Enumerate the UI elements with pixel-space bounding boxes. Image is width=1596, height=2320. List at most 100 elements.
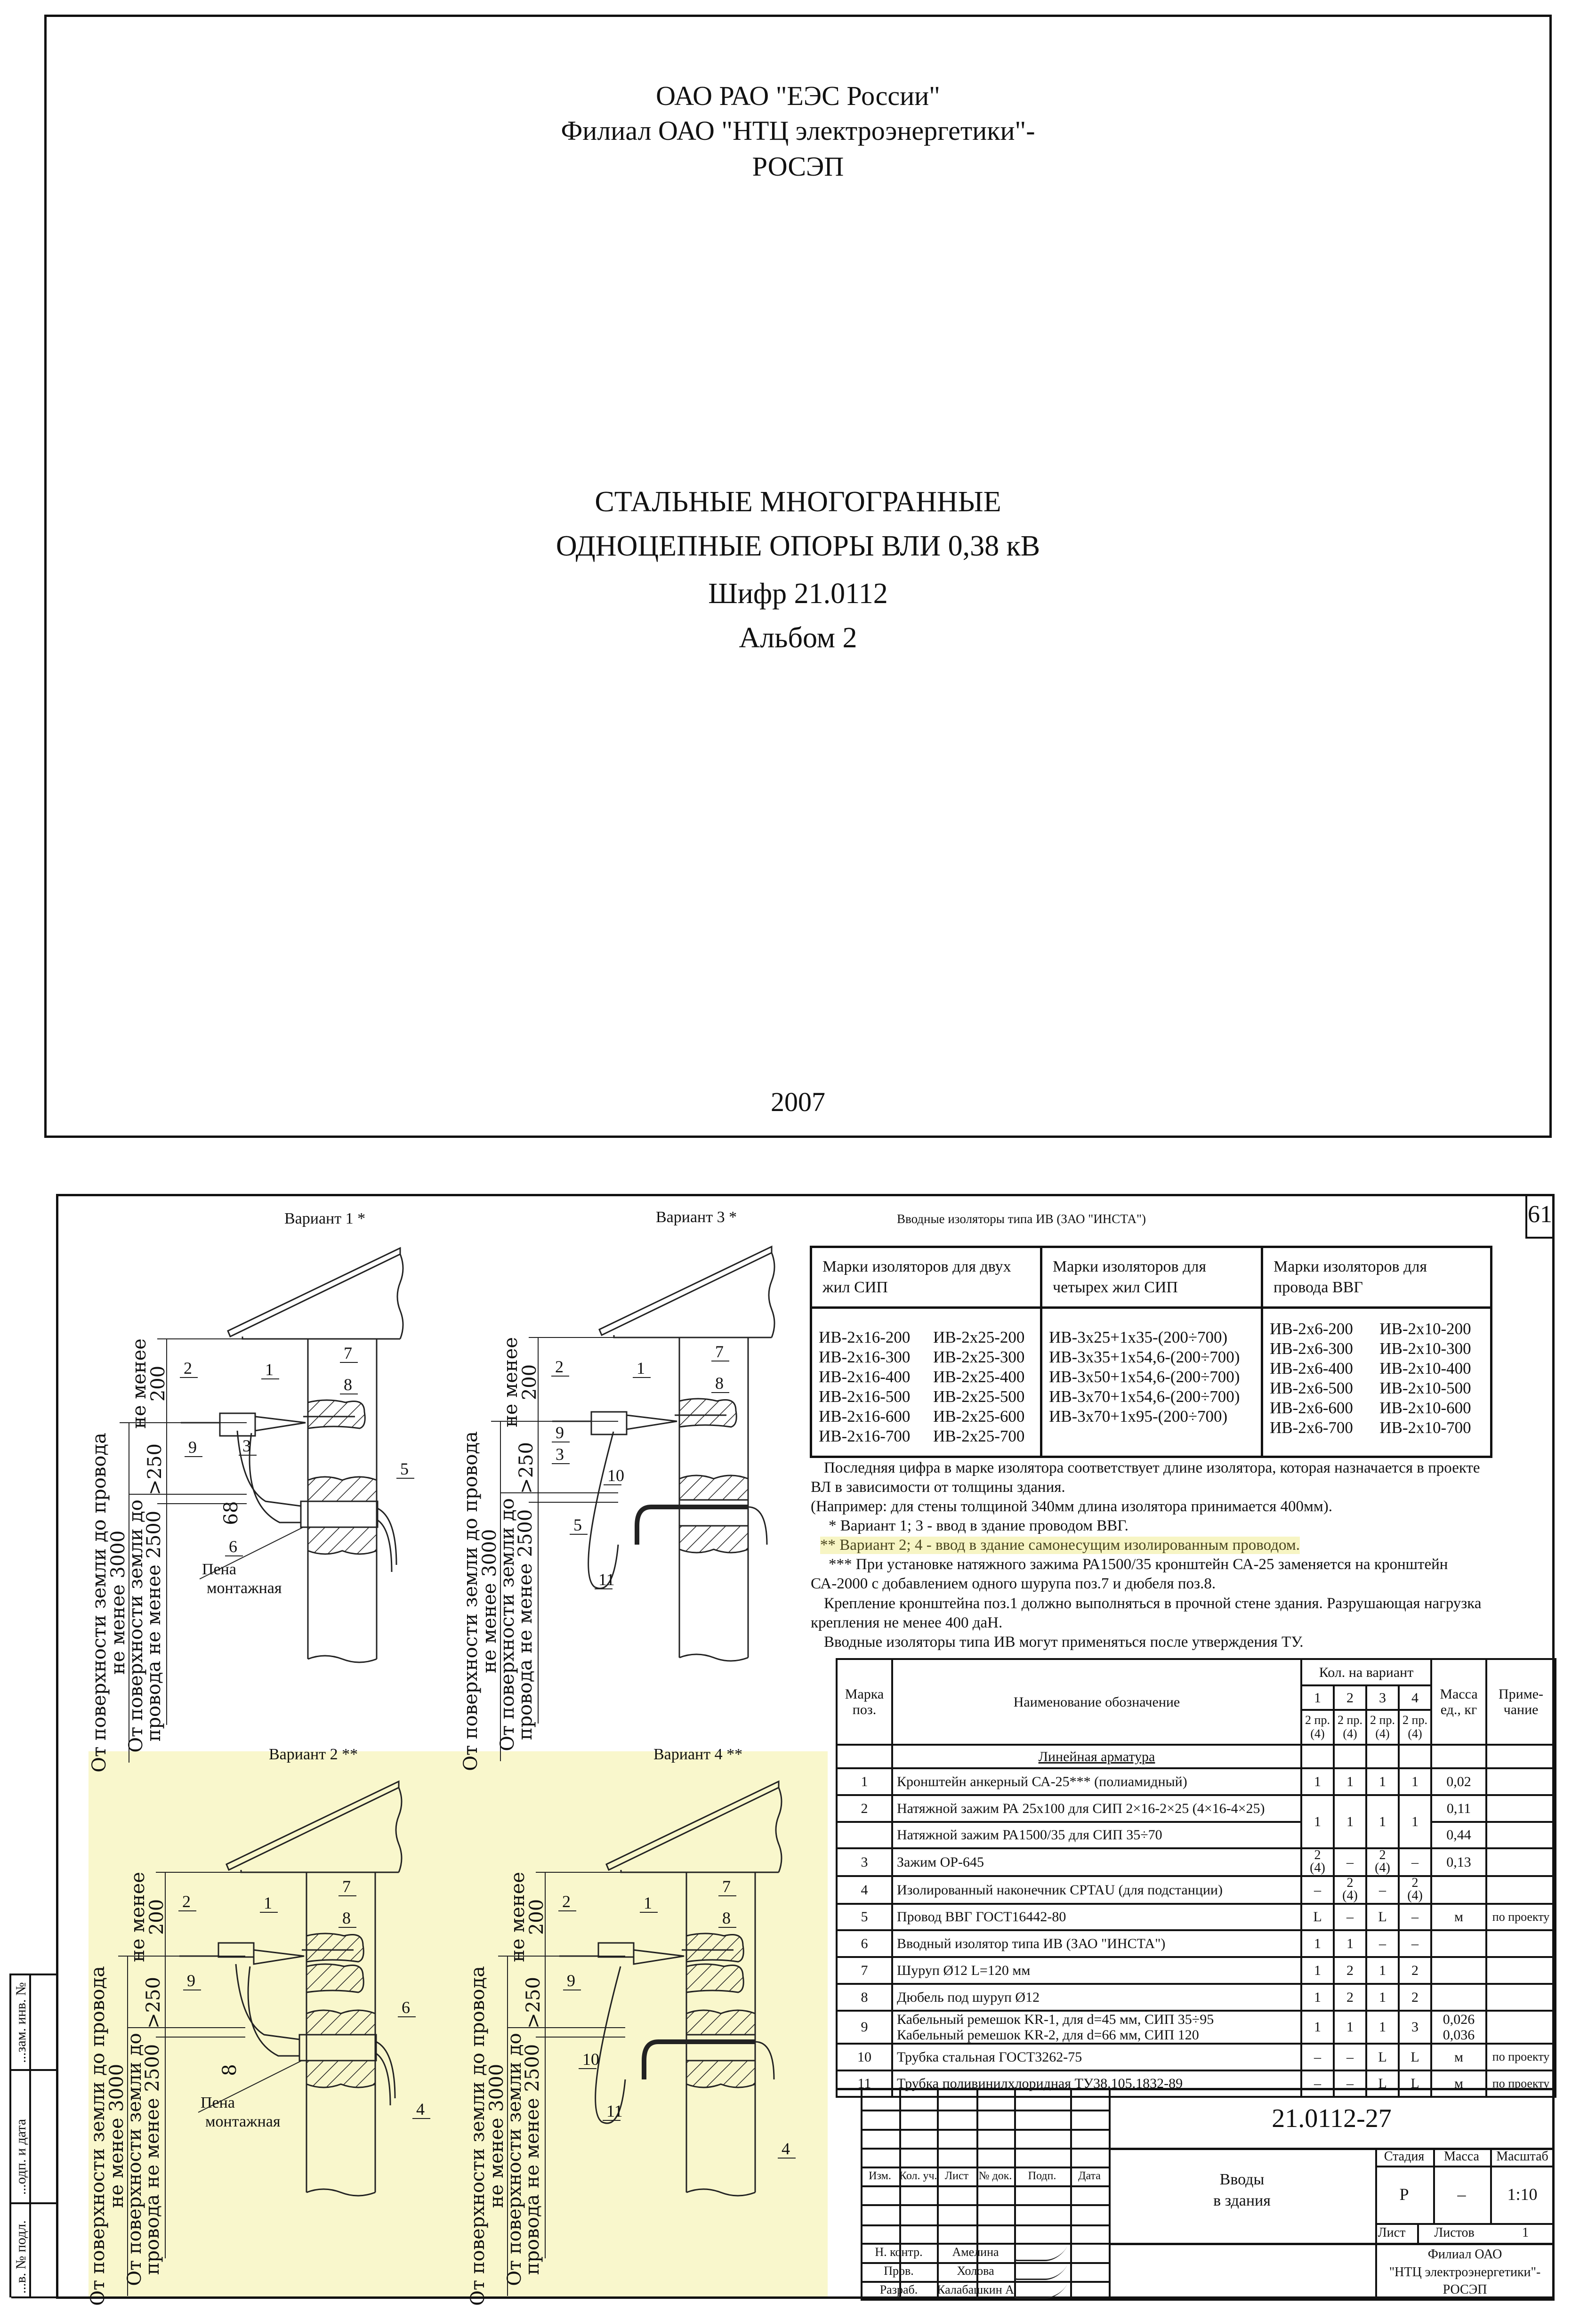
cover-title-block: СТАЛЬНЫЕ МНОГОГРАННЫЕ ОДНОЦЕПНЫЕ ОПОРЫ В…	[44, 487, 1552, 657]
entry-pipe	[642, 2039, 755, 2079]
insulator-mark: ИВ-2х6-300	[1270, 1339, 1353, 1358]
callout-6: 6	[402, 1998, 410, 2017]
spec-note	[1485, 1929, 1557, 1958]
dim-label-offset: 8	[219, 2064, 241, 2076]
dim-label-ground-3000-value: не менее 3000	[479, 1529, 500, 1673]
callout-5: 5	[573, 1515, 582, 1534]
spec-name-line: Дюбель под шуруп Ø12	[897, 1989, 1040, 2005]
spec-qty: –	[1333, 1902, 1367, 1932]
spec-name-line: Зажим ОР-645	[897, 1854, 984, 1870]
spec-qty: –	[1333, 1847, 1367, 1877]
spec-pos: 11	[836, 2069, 893, 2098]
wall-masonry	[685, 2009, 756, 2036]
spec-qty: L	[1300, 1902, 1335, 1932]
spec-header-mass: Масса ед., кг	[1430, 1658, 1488, 1746]
note-line: СА-2000 с добавлением одного шурупа поз.…	[811, 1575, 1216, 1592]
cover-code: Шифр 21.0112	[708, 578, 888, 610]
spec-name: Изолированный наконечник CPTAU (для подс…	[891, 1875, 1302, 1905]
cover-year: 2007	[771, 1087, 825, 1117]
tension-clamp	[597, 1942, 635, 1958]
callout-5: 5	[400, 1459, 409, 1478]
dim-label-ground-3000-value: не менее 3000	[107, 1531, 129, 1675]
spec-name-line: Натяжной зажим РА 25х100 для СИП 2×16-2×…	[897, 1800, 1265, 1816]
spec-header-mark: Марка поз.	[836, 1658, 893, 1746]
spec-name-line: Кабельный ремешок KR-2, для d=66 мм, СИП…	[897, 2027, 1199, 2043]
roof	[605, 1780, 780, 1871]
cover-title-line1: СТАЛЬНЫЕ МНОГОГРАННЫЕ	[595, 486, 1001, 518]
wall-masonry	[306, 2009, 376, 2036]
insulator-mark: ИВ-3х25+1х35-(200÷700)	[1049, 1328, 1228, 1347]
spec-qty: 1	[1300, 2009, 1335, 2045]
insulator-mark: ИВ-2х25-300	[933, 1348, 1025, 1367]
spec-header-sub-4: 2 пр. (4)	[1397, 1709, 1433, 1746]
spec-pos: 7	[836, 1956, 893, 1985]
anchor-masonry	[306, 1933, 364, 1963]
spec-mass: 0,13	[1430, 1847, 1488, 1877]
bracket	[254, 1416, 306, 1432]
dim-label-ground-2500-value: провода не менее 2500	[143, 1511, 165, 1742]
spec-qty: –	[1397, 1902, 1433, 1932]
callout-1: 1	[637, 1359, 645, 1378]
dim-label-min-200: не менее	[500, 1337, 522, 1427]
note-line: крепления не менее 400 даН.	[811, 1614, 1003, 1631]
wall-break	[686, 2188, 756, 2197]
spec-note	[1485, 1847, 1557, 1877]
spec-note	[1485, 2009, 1557, 2045]
note-line: Вводные изоляторы типа ИВ могут применят…	[824, 1634, 1304, 1651]
roof-eave	[620, 1787, 782, 1873]
spec-name-line: Кронштейн анкерный СА-25*** (полиамидный…	[897, 1773, 1187, 1789]
spec-qty-value: 2(4)	[1407, 1875, 1423, 1903]
insulator-mark: ИВ-2х25-500	[933, 1387, 1025, 1406]
spec-table: Марка поз. Наименование обозначение Кол.…	[836, 1658, 1557, 2098]
cover-org-line1: ОАО РАО "ЕЭС России"	[656, 81, 940, 111]
spec-section-title: Линейная арматура	[1038, 1748, 1155, 1764]
callout-7: 7	[342, 1877, 351, 1896]
spec-pos: 3	[836, 1847, 893, 1877]
cable	[235, 1964, 300, 2040]
callout-8: 8	[715, 1374, 724, 1393]
cover-frame	[44, 15, 1552, 1138]
dim-label-ground-3000: От поверхности земли до провода	[87, 1966, 109, 2306]
dim-label-ground-2500-value: провода не менее 2500	[522, 2044, 543, 2275]
roof-eave	[242, 1254, 404, 1340]
spec-qty: 1	[1397, 1767, 1433, 1796]
callout-8: 8	[344, 1375, 352, 1394]
insulator-mark: ИВ-2х6-600	[1270, 1399, 1353, 1418]
insulator-table: Марки изоляторов для двух жил СИП Марки …	[810, 1245, 1492, 1458]
callout-11: 11	[598, 1570, 615, 1589]
spec-qty: –	[1365, 1929, 1400, 1958]
spec-qty-value: 2(4)	[1375, 1848, 1390, 1875]
spec-qty: –	[1300, 2042, 1335, 2071]
insulator-mark: ИВ-2х16-600	[819, 1407, 911, 1426]
callout-2: 2	[562, 1892, 571, 1911]
roof-eave	[240, 1787, 403, 1873]
insulator-mark: ИВ-2х16-200	[819, 1328, 911, 1347]
spec-name: Натяжной зажим РА1500/35 для СИП 35÷70	[891, 1821, 1302, 1850]
spec-name: Кронштейн анкерный СА-25*** (полиамидный…	[891, 1767, 1302, 1796]
wall-masonry	[678, 1525, 749, 1554]
dim-label-250: >250	[144, 1443, 166, 1495]
roof	[227, 1247, 401, 1338]
spec-qty: 1	[1365, 1794, 1400, 1850]
cable-inside	[376, 2041, 396, 2106]
spec-note: по проекту	[1485, 2042, 1557, 2071]
spec-pos: 4	[836, 1875, 893, 1905]
spec-mass: 0,02	[1430, 1767, 1488, 1796]
note-line: (Например: для стены толщиной 340мм длин…	[811, 1498, 1333, 1515]
dim-label-ground-2500: От поверхности земли до	[125, 1499, 147, 1752]
spec-name: Шуруп Ø12 L=120 мм	[891, 1956, 1302, 1985]
note-line: * Вариант 1; 3 - ввод в здание проводом …	[829, 1517, 1128, 1534]
spec-note	[1485, 1982, 1557, 2012]
page-number: 61	[1528, 1201, 1552, 1228]
spec-qty: –	[1397, 1929, 1433, 1958]
dim-label-min-200: не менее	[127, 1872, 149, 1962]
callout-9: 9	[188, 1438, 197, 1457]
dim-label-ground-2500-value: провода не менее 2500	[515, 1509, 536, 1740]
